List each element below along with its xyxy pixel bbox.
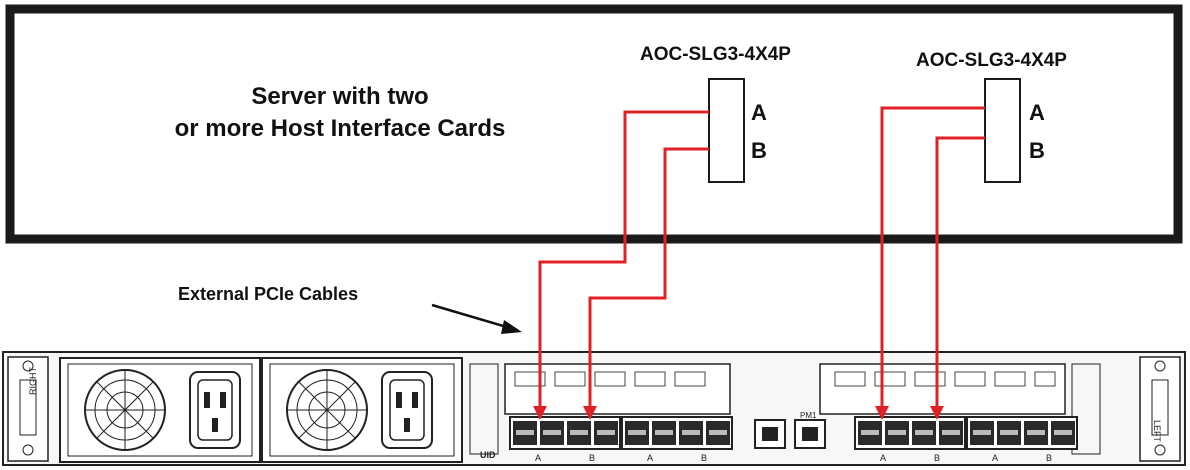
network-port-icon xyxy=(794,419,826,449)
cable-card2-a xyxy=(880,106,985,408)
left-ear-label: RIGHT xyxy=(28,367,38,396)
port-group-label: A xyxy=(647,453,653,463)
server-title-line2: or more Host Interface Cards xyxy=(174,115,506,142)
host-card-2 xyxy=(984,78,1021,183)
right-rack-ear xyxy=(1139,356,1181,462)
cable-card1-b xyxy=(588,147,709,408)
port-group-label: A xyxy=(992,453,998,463)
card-1-model: AOC-SLG3-4X4P xyxy=(640,44,791,65)
port-group-label: B xyxy=(1046,453,1052,463)
power-inlet-icon xyxy=(189,371,241,449)
cable-card2-b xyxy=(935,136,985,408)
card-1-port-b-label: B xyxy=(751,138,767,163)
host-card-1 xyxy=(708,78,745,183)
card-2-port-b-label: B xyxy=(1029,138,1045,163)
cable-card1-a xyxy=(538,110,709,408)
port-group-label: B xyxy=(589,453,595,463)
server-title-line1: Server with two xyxy=(251,83,429,110)
port-group-label: A xyxy=(535,453,541,463)
power-supply-1 xyxy=(59,357,261,463)
cable-arrowheads xyxy=(533,406,944,420)
card-1-port-a-label: A xyxy=(751,100,767,125)
right-ear-label: LEFT xyxy=(1152,420,1162,443)
external-pcie-cables-label: External PCIe Cables xyxy=(178,284,359,304)
pcie-port-group-3 xyxy=(854,416,966,450)
port-group-label: A xyxy=(880,453,886,463)
network-port-icon xyxy=(754,419,786,449)
left-rack-ear xyxy=(7,356,49,462)
ipmi-label: PM1 xyxy=(800,411,817,420)
pcie-port-group-1 xyxy=(509,416,621,450)
port-group-label: B xyxy=(934,453,940,463)
pcie-port-group-4 xyxy=(966,416,1078,450)
card-2-port-a-label: A xyxy=(1029,100,1045,125)
power-supply-fan-icon xyxy=(84,369,166,451)
power-supply-fan-icon xyxy=(286,369,368,451)
server-box xyxy=(5,4,1183,244)
power-inlet-icon xyxy=(381,371,433,449)
pcie-port-group-2 xyxy=(621,416,733,450)
uid-label: UID xyxy=(480,450,496,460)
server-chassis-rear xyxy=(2,351,1186,466)
arrow-icon xyxy=(431,303,522,334)
power-supply-2 xyxy=(261,357,463,463)
port-group-label: B xyxy=(701,453,707,463)
card-2-model: AOC-SLG3-4X4P xyxy=(916,50,1067,71)
